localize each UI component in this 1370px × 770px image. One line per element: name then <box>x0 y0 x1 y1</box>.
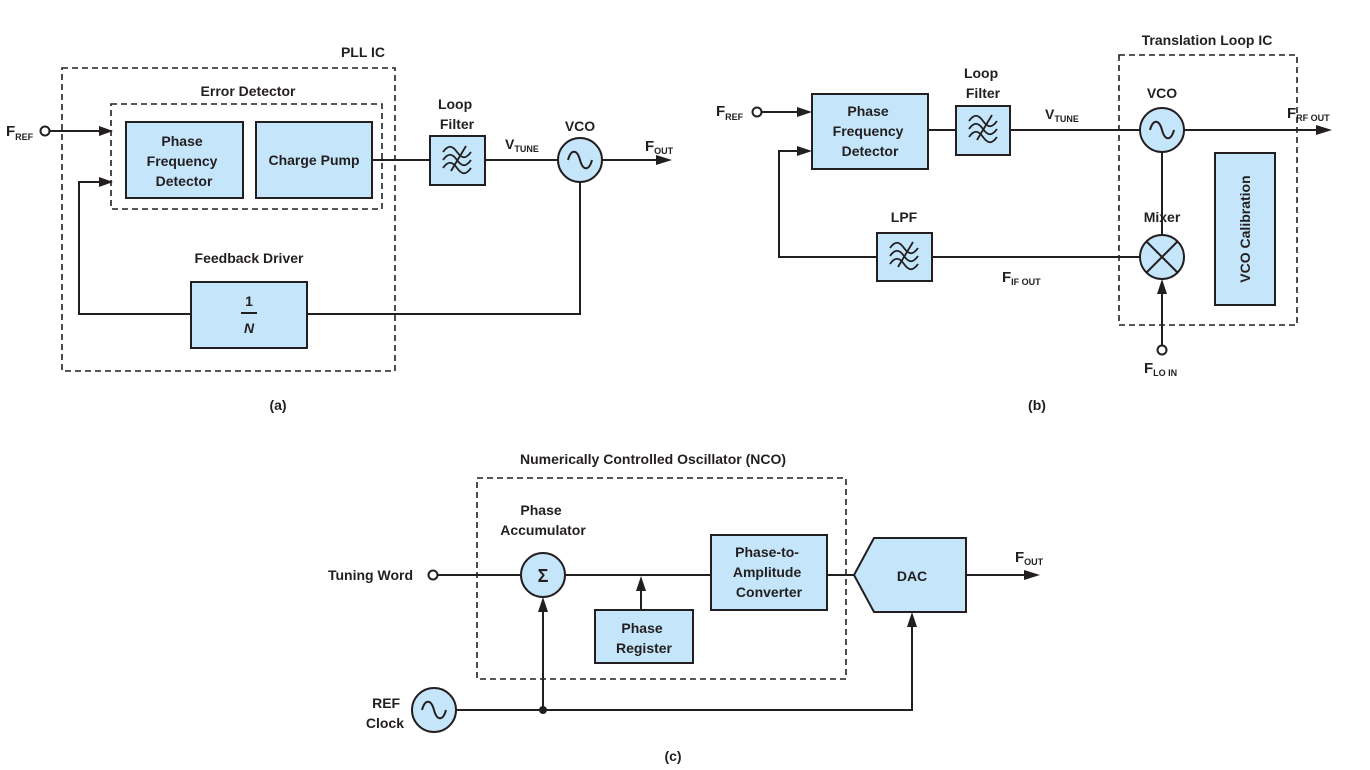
fref-b-label: FREF <box>716 103 744 122</box>
pfd-b-label: Phase Frequency Detector <box>833 103 908 159</box>
p2a-label: Phase-to- Amplitude Converter <box>733 544 805 600</box>
pfd-block <box>125 121 244 199</box>
translation-loop-boundary <box>1118 54 1298 326</box>
divider-denominator: N <box>244 320 255 336</box>
summing-junction-icon: Σ <box>538 566 549 586</box>
dac-label: DAC <box>897 568 927 584</box>
panel-b: Translation Loop IC FREF Phase Frequency… <box>716 32 1332 413</box>
caption-b: (b) <box>1028 397 1046 413</box>
charge-pump-label: Charge Pump <box>268 152 359 168</box>
loop-filter-label: Loop Filter <box>438 96 476 132</box>
junction-dot <box>539 706 547 714</box>
pll-ic-label: PLL IC <box>341 44 385 60</box>
p2a-block <box>710 534 828 611</box>
pfd-label: Phase Frequency Detector <box>147 133 222 189</box>
phase-register-block <box>594 609 694 664</box>
ref-clock-label: REF Clock <box>366 695 404 731</box>
mixer-label: Mixer <box>1144 209 1181 225</box>
divider-numerator: 1 <box>245 293 253 309</box>
phase-register-label: Phase Register <box>616 620 673 656</box>
vco-calibration-label: VCO Calibration <box>1237 175 1253 282</box>
pfd-b-block <box>811 93 929 170</box>
flo-in-label: FLO IN <box>1144 360 1177 378</box>
tuning-word-port <box>427 569 439 581</box>
feedback-driver-label: Feedback Driver <box>195 250 304 266</box>
error-detector-label: Error Detector <box>201 83 296 99</box>
fref-port <box>39 125 51 137</box>
caption-c: (c) <box>664 748 681 764</box>
fif-out-label: FIF OUT <box>1002 269 1041 287</box>
nco-boundary <box>476 477 847 680</box>
caption-a: (a) <box>269 397 286 413</box>
divider-block <box>190 281 308 349</box>
vco-b-label: VCO <box>1147 85 1177 101</box>
frf-out-label: FRF OUT <box>1287 105 1330 123</box>
charge-pump-block <box>255 121 373 199</box>
fref-label: FREF <box>6 123 34 142</box>
vco-label: VCO <box>565 118 595 134</box>
pll-ic-boundary <box>61 67 396 372</box>
phase-accumulator-label: Phase Accumulator <box>500 502 586 538</box>
lpf-label: LPF <box>891 209 918 225</box>
loop-filter-block <box>429 135 486 186</box>
fout-c-label: FOUT <box>1015 549 1044 567</box>
flo-port <box>1156 344 1168 356</box>
fref-b-port <box>751 106 763 118</box>
vco-calibration-block <box>1214 152 1276 306</box>
error-detector-boundary <box>110 103 383 210</box>
panel-a: PLL IC Error Detector Phase Frequency De… <box>6 44 674 413</box>
tuning-word-label: Tuning Word <box>328 567 413 583</box>
nco-label: Numerically Controlled Oscillator (NCO) <box>520 451 786 467</box>
panel-c: Numerically Controlled Oscillator (NCO) … <box>328 451 1044 764</box>
translation-loop-label: Translation Loop IC <box>1142 32 1273 48</box>
vtune-b-label: VTUNE <box>1045 106 1079 124</box>
fout-label: FOUT <box>645 138 674 156</box>
loop-filter-b-block <box>955 105 1011 156</box>
loop-filter-b-label: Loop Filter <box>964 65 1002 101</box>
mixer-icon <box>1145 240 1179 274</box>
vtune-label: VTUNE <box>505 136 539 154</box>
